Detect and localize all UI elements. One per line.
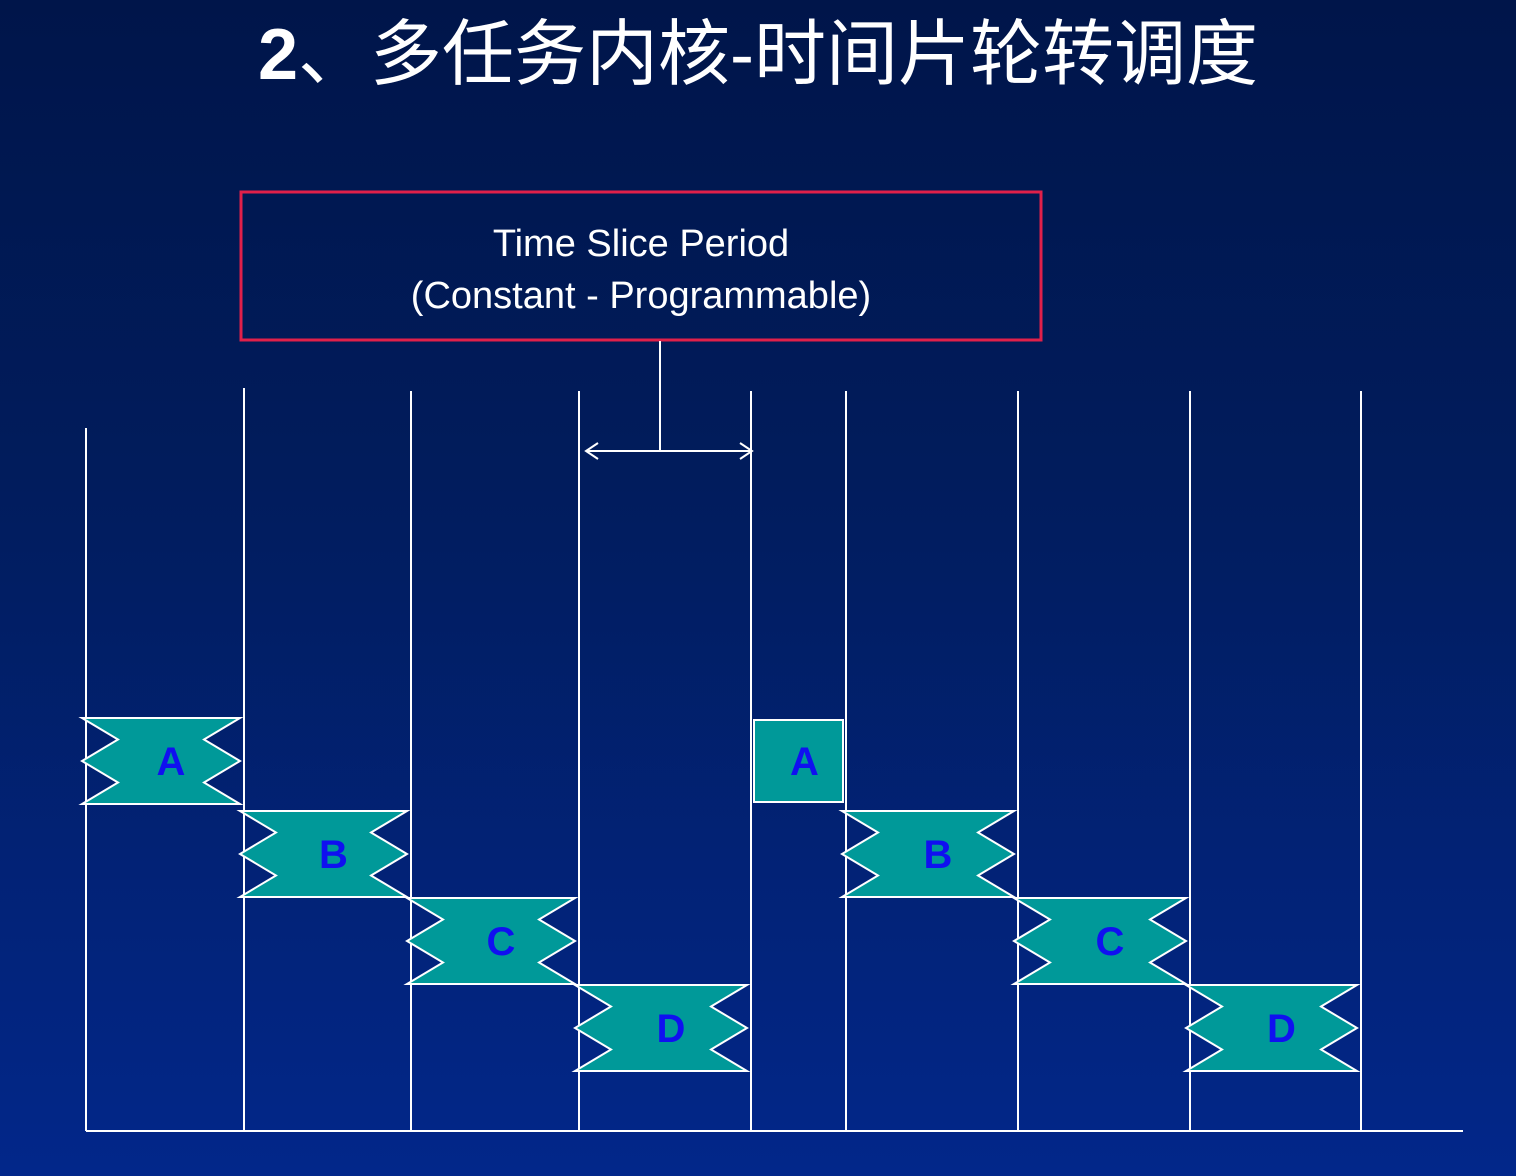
task-block-a: A xyxy=(753,719,844,803)
task-label: D xyxy=(1267,1007,1296,1051)
task-blocks: A B C D A B C D xyxy=(78,717,1361,1072)
task-block-c: C xyxy=(1010,897,1190,985)
task-block-b: B xyxy=(838,810,1018,898)
callout-line-1: Time Slice Period xyxy=(493,223,789,265)
task-block-b: B xyxy=(236,810,411,898)
time-slice-callout: Time Slice Period (Constant - Programmab… xyxy=(239,190,1043,460)
task-block-d: D xyxy=(1182,984,1361,1072)
task-shape xyxy=(753,719,844,803)
title-text: 、多任务内核-时间片轮转调度 xyxy=(298,15,1259,95)
task-shape xyxy=(571,984,751,1072)
title-number: 2 xyxy=(257,15,299,95)
callout-box xyxy=(239,190,1043,342)
task-block-d: D xyxy=(571,984,751,1072)
task-block-c: C xyxy=(403,897,579,985)
task-shape xyxy=(78,717,244,805)
task-label: B xyxy=(319,833,348,877)
task-label: A xyxy=(157,740,186,784)
timeline-grid xyxy=(85,388,1463,1132)
task-block-a: A xyxy=(78,717,244,805)
callout-line-2: (Constant - Programmable) xyxy=(411,275,871,317)
task-label: D xyxy=(657,1007,686,1051)
task-label: B xyxy=(924,833,953,877)
task-label: A xyxy=(790,740,819,784)
task-label: C xyxy=(1096,920,1125,964)
task-shape xyxy=(1182,984,1361,1072)
task-label: C xyxy=(487,920,516,964)
page-title: 2、多任务内核-时间片轮转调度 xyxy=(0,10,1516,100)
time-slice-arrow xyxy=(584,442,754,460)
